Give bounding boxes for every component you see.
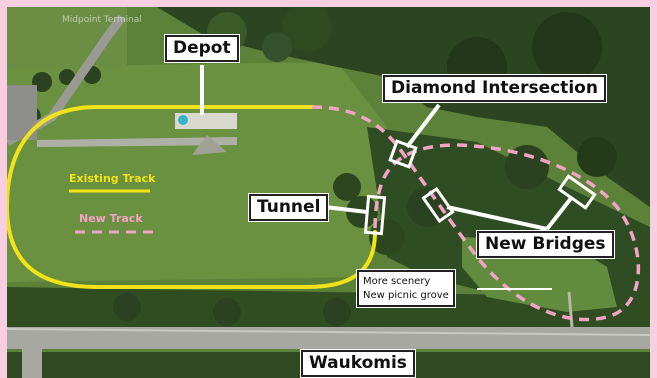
tunnel-label: Tunnel <box>249 194 329 221</box>
map-graphics <box>7 7 650 378</box>
scenery-line-1: More scenery <box>363 276 431 287</box>
depot-label: Depot <box>165 35 239 62</box>
depot-building <box>175 113 237 129</box>
aerial-map: Midpoint Terminal Existing Track New Tra… <box>7 7 650 378</box>
tunnel-marker <box>363 194 387 236</box>
bridge-marker-1 <box>421 186 455 224</box>
new-track <box>311 105 641 322</box>
roads <box>7 14 650 378</box>
scenery-label: More scenery New picnic grove <box>357 270 455 307</box>
depot-marker <box>178 115 188 125</box>
new-bridges-label: New Bridges <box>477 231 614 258</box>
diamond-intersection-label: Diamond Intersection <box>383 75 606 102</box>
legend-new-label: New Track <box>79 212 143 225</box>
open-lawn <box>7 62 387 282</box>
callout-lines <box>200 65 574 290</box>
map-faint-label: Midpoint Terminal <box>62 15 142 25</box>
legend-existing-label: Existing Track <box>69 172 156 185</box>
scenery-line-2: New picnic grove <box>363 289 449 301</box>
existing-track <box>7 105 377 289</box>
waukomis-label: Waukomis <box>301 350 415 377</box>
